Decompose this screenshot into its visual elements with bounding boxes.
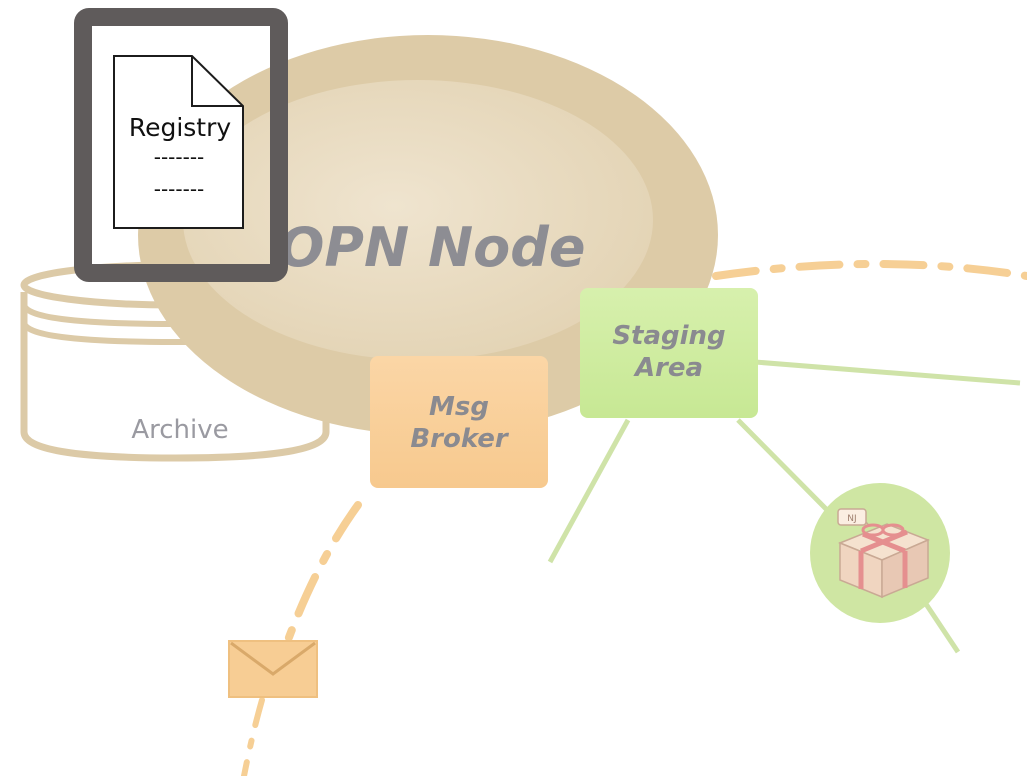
staging-area-label-2: Area (633, 353, 703, 383)
dashed-arc-top (712, 260, 1027, 280)
registry-page-fold (191, 56, 243, 107)
registry-line-2: ------- (154, 177, 205, 201)
staging-area-rect (580, 288, 758, 418)
msg-broker-label-1: Msg (429, 392, 489, 422)
connectors (241, 260, 1027, 776)
registry-page (113, 55, 244, 229)
node-inner-blob (183, 80, 653, 360)
staging-line-right (754, 359, 1021, 386)
package-line-down (919, 596, 961, 654)
package-icon: NJ (837, 508, 930, 599)
registry-highlight-frame (74, 8, 288, 282)
registry-document[interactable]: Registry ------- ------- (74, 8, 288, 282)
registry-line-1: ------- (154, 145, 205, 169)
envelope-icon (228, 640, 318, 698)
archive-label: Archive (131, 415, 228, 445)
msg-broker-box: Msg Broker (370, 356, 548, 488)
staging-area-label-1: Staging (612, 321, 725, 351)
dashed-arc-broker-to-envelope (284, 501, 362, 644)
node-title: OPN Node (278, 216, 585, 279)
package-tag (837, 508, 867, 526)
staging-area-box: Staging Area (580, 288, 758, 418)
dashed-arc-envelope-down (241, 697, 265, 776)
registry-title: Registry (129, 113, 232, 142)
msg-broker-label-2: Broker (410, 424, 510, 454)
staging-line-to-package (736, 418, 837, 520)
package-tag-text: NJ (847, 514, 856, 524)
package-node: NJ (810, 483, 950, 623)
msg-broker-rect (370, 356, 548, 488)
staging-line-down-left (547, 418, 631, 564)
